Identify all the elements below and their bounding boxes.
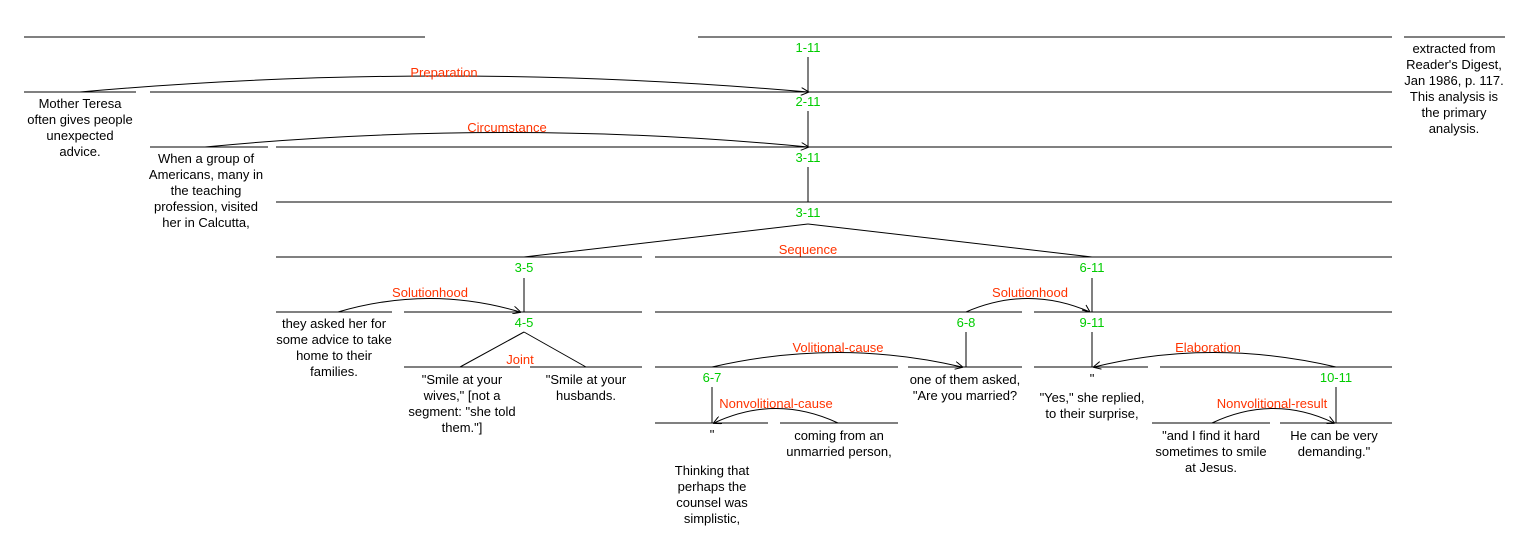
span-label-2-11: 2-11: [795, 94, 820, 109]
span-label-10-11: 10-11: [1320, 370, 1352, 385]
span-label-9-11: 9-11: [1079, 315, 1104, 330]
solutionhood-arc-b: [965, 298, 1091, 313]
span-label-3-11-a: 3-11: [795, 150, 820, 165]
segment-7: coming from an unmarried person,: [786, 428, 892, 459]
relation-label-volitional-cause: Volitional-cause: [792, 340, 883, 355]
segment-5: "Smile at your husbands.: [545, 372, 627, 403]
multinuclear-line: [523, 331, 587, 368]
span-label-6-11: 6-11: [1079, 260, 1104, 275]
relation-label-nonvolitional-cause: Nonvolitional-cause: [719, 396, 832, 411]
segment-10: "and I find it hard sometimes to smile a…: [1155, 428, 1267, 475]
nonvolitional-cause-arc: [714, 408, 839, 424]
volitional-cause-arc: [711, 352, 962, 368]
relation-label-joint: Joint: [506, 352, 534, 367]
relation-label-nonvolitional-result: Nonvolitional-result: [1217, 396, 1328, 411]
segment-9: "Yes," she replied, to their surprise,: [1039, 390, 1145, 421]
segment-8: one of them asked, "Are you married?: [909, 372, 1021, 403]
preparation-arc: [79, 75, 808, 92]
span-label-6-7: 6-7: [703, 370, 722, 385]
relation-label-elaboration: Elaboration: [1175, 340, 1241, 355]
elaboration-arc: [1094, 352, 1337, 368]
multinuclear-line: [807, 223, 1093, 258]
source-note: extracted from Reader's Digest, Jan 1986…: [1404, 41, 1504, 136]
segment-2: When a group of Americans, many in the t…: [148, 151, 264, 230]
solutionhood-arc-a: [337, 298, 520, 313]
span-label-4-5: 4-5: [515, 315, 534, 330]
relation-label-solutionhood-b: Solutionhood: [992, 285, 1068, 300]
segment-6-quote: ": [709, 427, 715, 442]
segment-3: they asked her for some advice to take h…: [276, 316, 392, 379]
segment-11: He can be very demanding.": [1290, 428, 1378, 459]
span-label-1-11: 1-11: [795, 40, 820, 55]
relation-label-sequence: Sequence: [779, 242, 838, 257]
span-label-6-8: 6-8: [957, 315, 976, 330]
relation-label-circumstance: Circumstance: [467, 120, 546, 135]
relation-label-preparation: Preparation: [410, 65, 477, 80]
span-label-3-5: 3-5: [515, 260, 534, 275]
segment-6: Thinking that perhaps the counsel was si…: [674, 463, 750, 526]
segment-4: "Smile at your wives," [not a segment: "…: [408, 372, 516, 435]
span-label-3-11-b: 3-11: [795, 205, 820, 220]
segment-9-quote: ": [1089, 371, 1095, 386]
segment-1: Mother Teresa often gives people unexpec…: [27, 96, 133, 159]
multinuclear-line: [459, 331, 525, 368]
multinuclear-line: [523, 223, 809, 258]
nonvolitional-result-arc: [1211, 408, 1334, 424]
circumstance-arc: [204, 132, 808, 148]
relation-label-solutionhood-a: Solutionhood: [392, 285, 468, 300]
